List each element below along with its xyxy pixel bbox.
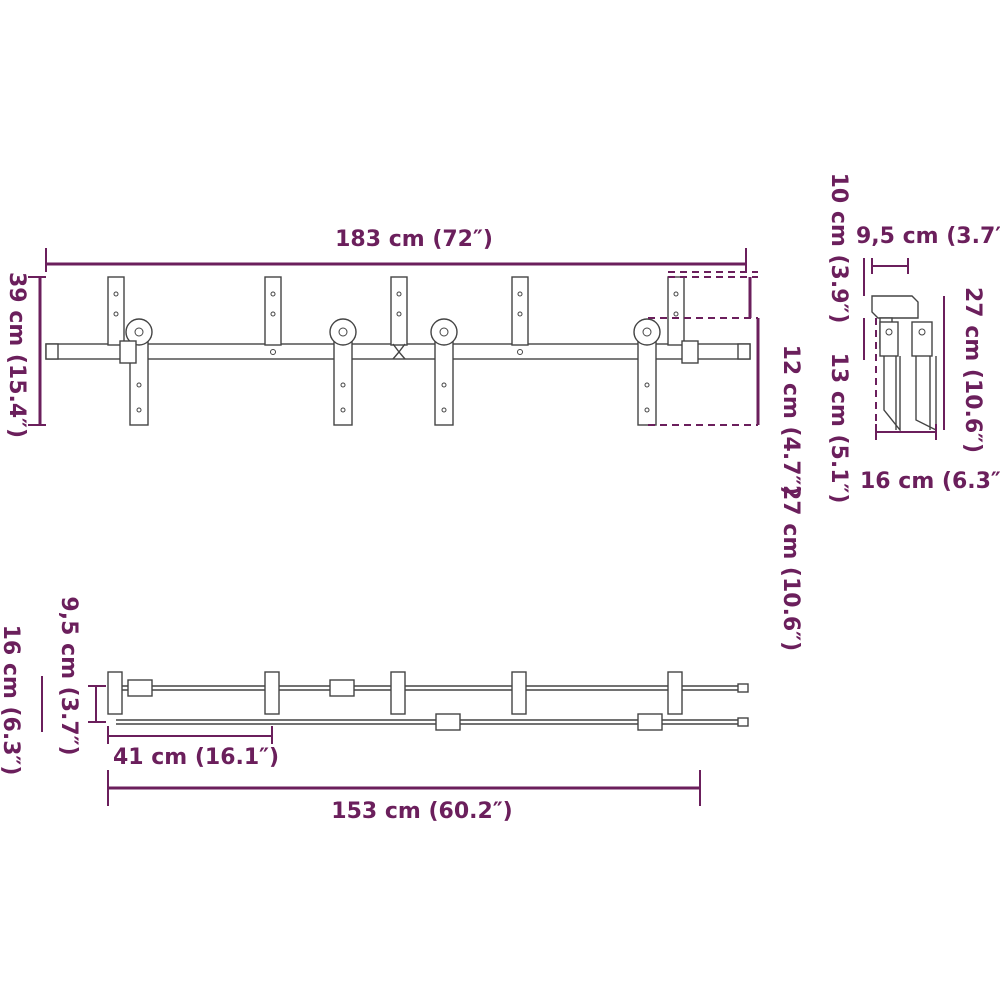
top-bracket	[667, 671, 683, 715]
dim-rail-length-label: 153 cm (60.2″)	[331, 799, 512, 824]
side-hanger	[915, 356, 937, 432]
dim-total-height	[28, 276, 46, 426]
door-stopper	[681, 340, 699, 364]
side-view: 10 cm (3.9″) 9,5 cm (3.7″) 13 cm (5.1″) …	[826, 173, 1000, 504]
roller-hanger	[329, 318, 357, 426]
rail-end-stop-left	[45, 343, 59, 360]
side-roller	[879, 321, 899, 357]
top-bracket	[107, 671, 123, 715]
wall-bracket	[511, 276, 529, 346]
door-stopper	[119, 340, 137, 364]
top-roller	[329, 679, 355, 697]
roller-hanger	[125, 318, 153, 426]
wall-bracket	[264, 276, 282, 346]
dim-top-total-depth-label: 16 cm (6.3″)	[0, 625, 23, 776]
top-bracket	[264, 671, 280, 715]
top-roller	[127, 679, 153, 697]
rail-joint	[392, 343, 406, 360]
wall-bracket	[667, 276, 685, 346]
dim-length-label: 183 cm (72″)	[335, 227, 493, 252]
front-view: 183 cm (72″) 39 cm (15.4″) 12 cm (4.7″) …	[4, 227, 803, 651]
side-hanger	[883, 356, 901, 432]
dim-side-top-width-label: 9,5 cm (3.7″)	[856, 224, 1000, 249]
top-bracket	[511, 671, 527, 715]
dim-top-bracket-height-label: 12 cm (4.7″)	[778, 345, 803, 496]
dim-hanger-height-label: 27 cm (10.6″)	[778, 485, 803, 651]
dim-side-bottom-width-label: 16 cm (6.3″)	[860, 469, 1000, 494]
dim-top-depth-label: 9,5 cm (3.7″)	[56, 596, 81, 755]
dim-side-top-height-label: 10 cm (3.9″)	[826, 173, 851, 324]
dim-side-lower-height-label: 13 cm (5.1″)	[826, 353, 851, 504]
top-view: 9,5 cm (3.7″) 16 cm (6.3″) 41 cm (16.1″)…	[0, 596, 749, 824]
dim-right-heights	[648, 271, 760, 426]
top-bracket	[390, 671, 406, 715]
wall-bracket	[390, 276, 408, 346]
top-roller	[435, 713, 461, 731]
rail-end-stop-right	[737, 343, 751, 360]
side-rail-profile	[871, 295, 919, 319]
side-roller	[911, 321, 933, 357]
dim-length	[45, 248, 747, 272]
rail-screw	[517, 349, 523, 355]
dim-total-height-label: 39 cm (15.4″)	[4, 272, 29, 438]
roller-hanger	[633, 318, 661, 426]
top-roller	[637, 713, 663, 731]
roller-hanger	[430, 318, 458, 426]
rail-screw	[270, 349, 276, 355]
dim-side-full-height-label: 27 cm (10.6″)	[960, 287, 985, 453]
wall-bracket	[107, 276, 125, 346]
dim-bracket-spacing-label: 41 cm (16.1″)	[113, 745, 279, 770]
